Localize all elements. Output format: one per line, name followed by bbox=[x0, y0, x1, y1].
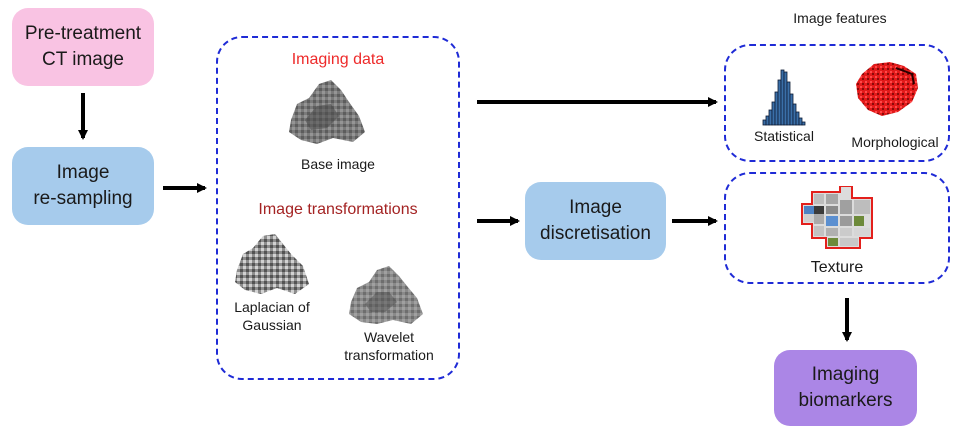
wavelet-thumbnail bbox=[349, 266, 423, 324]
statistical-histogram-icon bbox=[762, 69, 806, 126]
texture-panel bbox=[724, 172, 950, 284]
log-label-line2: Gaussian bbox=[242, 317, 302, 334]
image-transformations-title: Image transformations bbox=[258, 201, 418, 218]
pretreatment-ct-box: Pre-treatment CT image bbox=[12, 8, 154, 86]
texture-label: Texture bbox=[810, 259, 864, 276]
imaging-data-title: Imaging data bbox=[291, 51, 385, 68]
imaging-data-panel bbox=[216, 36, 460, 380]
resampling-line2: re-sampling bbox=[33, 188, 133, 209]
log-label: Laplacian of Gaussian bbox=[220, 298, 324, 334]
base-image-label: Base image bbox=[301, 156, 375, 172]
log-thumbnail bbox=[235, 234, 309, 294]
morphological-icon bbox=[856, 62, 918, 116]
wavelet-label-line1: Wavelet bbox=[363, 329, 415, 345]
biomarkers-line1: Imaging bbox=[811, 364, 880, 386]
statistical-label: Statistical bbox=[754, 128, 814, 144]
resampling-box: Image re-sampling bbox=[12, 147, 154, 225]
discretisation-box: Image discretisation bbox=[525, 182, 666, 260]
features-panel bbox=[724, 44, 950, 162]
pretreatment-line2: CT image bbox=[41, 49, 124, 70]
wavelet-label: Wavelet transformation bbox=[333, 328, 445, 364]
discretisation-line1: Image bbox=[569, 197, 622, 219]
image-features-title: Image features bbox=[793, 10, 887, 26]
log-label-line1: Laplacian of bbox=[234, 299, 310, 315]
texture-grid-icon bbox=[801, 186, 873, 249]
wavelet-label-line2: transformation bbox=[344, 347, 434, 364]
resampling-line1: Image bbox=[56, 162, 110, 184]
base-image-thumbnail bbox=[289, 80, 365, 144]
biomarkers-line2: biomarkers bbox=[798, 390, 893, 411]
pretreatment-line1: Pre-treatment bbox=[24, 23, 142, 45]
biomarkers-box: Imaging biomarkers bbox=[774, 350, 917, 426]
morphological-label: Morphological bbox=[851, 134, 939, 150]
discretisation-line2: discretisation bbox=[540, 223, 651, 244]
